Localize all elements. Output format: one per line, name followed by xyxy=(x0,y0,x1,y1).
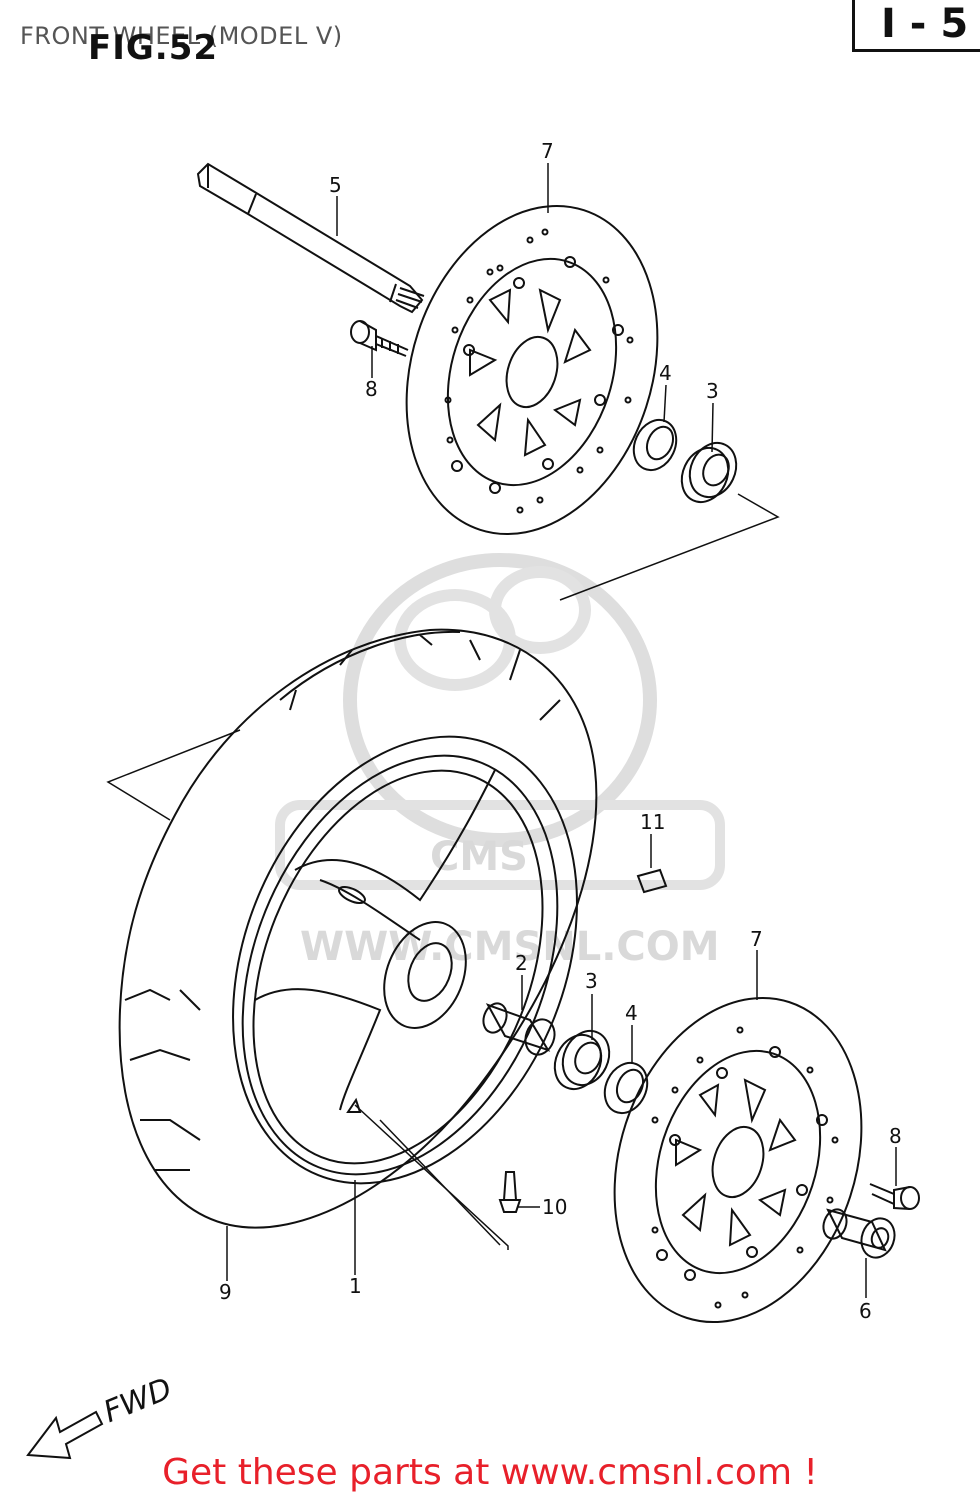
callout-5: 5 xyxy=(329,173,342,197)
balancer-weight xyxy=(636,868,668,894)
callout-6: 6 xyxy=(859,1299,872,1323)
callout-labels: 5 7 8 4 3 11 2 3 4 7 8 6 10 1 9 xyxy=(219,139,902,1323)
watermark-logo-text: CMS xyxy=(430,834,528,880)
valve xyxy=(498,1171,522,1213)
figure-number: FIG.52 xyxy=(88,28,219,68)
dust-seal-top xyxy=(632,418,678,472)
fwd-arrow-icon xyxy=(26,1410,104,1460)
brake-disc-lower xyxy=(613,996,863,1324)
page-title: FRONT WHEEL (MODEL V) xyxy=(20,22,343,50)
assembly-guide-lines xyxy=(106,493,780,1250)
callout-4-lower: 4 xyxy=(625,1001,638,1025)
callout-7-lower: 7 xyxy=(750,927,763,951)
callout-11: 11 xyxy=(640,810,665,834)
brake-disc-top xyxy=(405,204,659,536)
bearing-lower xyxy=(553,1029,611,1091)
callout-8-top: 8 xyxy=(365,377,378,401)
leader-lines xyxy=(226,163,897,1298)
callout-1: 1 xyxy=(349,1274,362,1298)
callout-4-top: 4 xyxy=(659,361,672,385)
callout-9: 9 xyxy=(219,1280,232,1304)
dust-seal-lower xyxy=(603,1061,649,1115)
callout-2: 2 xyxy=(515,951,528,975)
disc-bolt-lower xyxy=(869,1183,920,1210)
disc-bolt-top xyxy=(350,320,409,357)
callout-7-top: 7 xyxy=(541,139,554,163)
bearing-top xyxy=(680,441,738,504)
watermark-logo: CMS WWW.CMSNL.COM xyxy=(275,553,725,970)
callout-10: 10 xyxy=(542,1195,567,1219)
page-reference: I - 5 xyxy=(852,0,980,52)
callout-8-lower: 8 xyxy=(889,1124,902,1148)
watermark-url: WWW.CMSNL.COM xyxy=(300,924,720,970)
callout-3-lower: 3 xyxy=(585,969,598,993)
spacer xyxy=(482,1002,556,1056)
front-axle xyxy=(196,162,425,314)
footer-link[interactable]: Get these parts at www.cmsnl.com ! xyxy=(162,1452,818,1493)
spacer-collar xyxy=(822,1208,896,1259)
callout-3-top: 3 xyxy=(706,379,719,403)
